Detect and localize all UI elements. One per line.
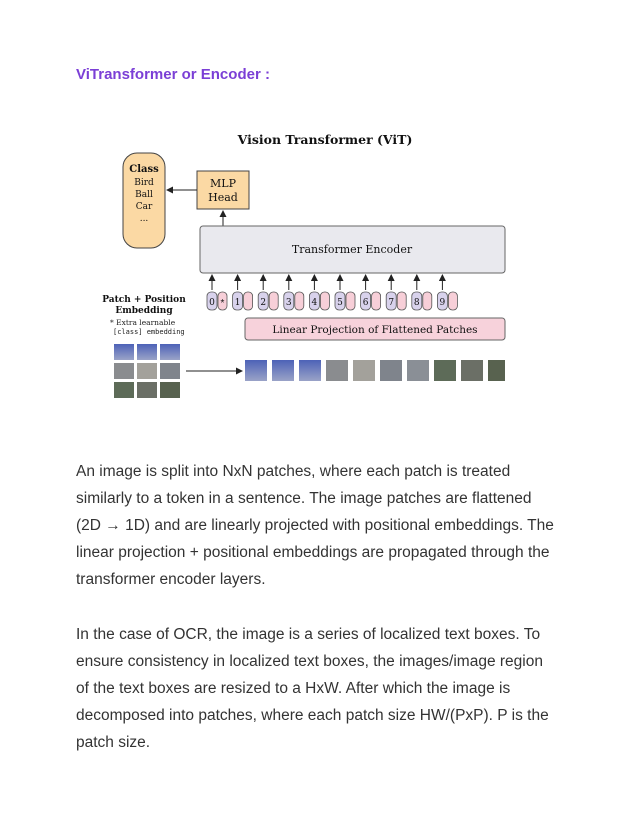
patch-embedding-8 [422,291,433,311]
position-embedding-4 [308,291,320,311]
position-embedding-1 [232,291,244,311]
extra-learnable-label-2: [class] embedding [113,328,185,336]
token-label-2: 2 [260,298,266,308]
position-embedding-3 [283,291,295,311]
position-embedding-6 [360,291,372,311]
patch-embedding-3 [294,291,305,311]
section-heading: ViTransformer or Encoder : [76,66,270,83]
paragraph-ocr: In the case of OCR, the image is a serie… [76,621,576,756]
mlp-label: MLP [210,177,237,190]
paragraph-vit-patches: An image is split into NxN patches, wher… [76,458,576,593]
input-image [114,344,180,398]
token-label-9: 9 [440,298,446,308]
class-box-title: Class [129,164,159,175]
patch-embedding-7 [396,291,407,311]
paragraph-line: transformer encoder layers. [76,571,266,588]
token-label-1: 1 [235,298,241,308]
patch-embedding-1 [243,291,254,311]
class-output-box [122,152,166,249]
class-item-ball: Ball [135,190,153,200]
token-label-6: 6 [363,298,369,308]
token-label-8: 8 [414,298,420,308]
paragraph-line: patch size. [76,734,151,751]
position-embedding-0 [206,291,218,311]
token-label-5: 5 [337,298,343,308]
embedding-tokens: 0 * 1 2 3 4 5 6 7 8 9 [206,274,458,311]
patch-position-label-1: Patch + Position [102,295,186,305]
paragraph-line: decomposed into patches, where each patc… [76,707,549,724]
position-embedding-7 [385,291,397,311]
patch-embedding-4 [319,291,330,311]
vit-diagram: Vision Transformer (ViT) Class Bird Ball… [102,132,506,398]
diagram-title: Vision Transformer (ViT) [237,132,413,147]
token-label-0: 0 [209,298,215,308]
class-item-bird: Bird [134,178,154,188]
position-embedding-2 [257,291,269,311]
paragraph-line: ensure consistency in localized text box… [76,653,543,670]
mlp-head-box [196,170,250,210]
extra-learnable-label-1: * Extra learnable [110,318,176,327]
patch-embedding-5 [345,291,356,311]
vit-figure: Vision Transformer (ViT) Class Bird Ball… [100,125,520,410]
paragraph-line: (2D → 1D) and are linearly projected wit… [76,517,554,534]
patch-embedding-0 [217,291,228,311]
linear-projection-box [244,317,506,341]
token-label-3: 3 [286,298,292,308]
class-item-car: Car [136,202,153,212]
token-label-7: 7 [388,298,394,308]
paragraph-line: An image is split into NxN patches, wher… [76,463,511,480]
head-label: Head [208,191,238,204]
patch-embedding-9 [447,291,458,311]
position-embedding-9 [436,291,448,311]
linear-projection-label: Linear Projection of Flattened Patches [272,324,477,336]
class-token-star: * [221,298,225,309]
paragraph-line: In the case of OCR, the image is a serie… [76,626,541,643]
transformer-encoder-label: Transformer Encoder [292,243,413,256]
patch-embedding-2 [268,291,279,311]
token-label-4: 4 [312,298,318,308]
transformer-encoder-box [199,225,506,274]
paragraph-line: of the text boxes are resized to a HxW. … [76,680,511,697]
paragraph-line: similarly to a token in a sentence. The … [76,490,532,507]
position-embedding-5 [334,291,346,311]
patch-position-label-2: Embedding [115,306,173,316]
class-item-more: ... [140,214,149,224]
paragraph-line: linear projection + positional embedding… [76,544,550,561]
patch-embedding-6 [371,291,382,311]
flattened-patches [245,360,505,381]
position-embedding-8 [411,291,423,311]
